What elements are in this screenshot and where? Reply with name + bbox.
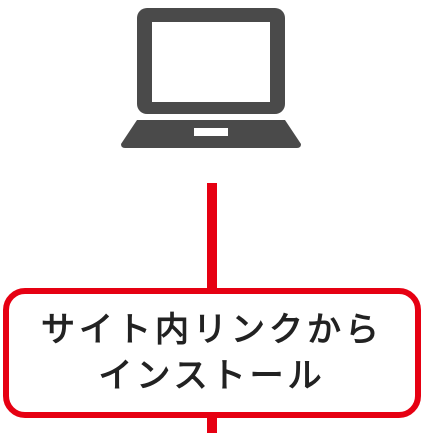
step-label-line2: インストール	[98, 356, 326, 396]
laptop-icon	[121, 8, 301, 148]
step-box: サイト内リンクから インストール	[3, 288, 421, 418]
connector-line-top	[207, 183, 217, 291]
connector-line-bottom	[207, 418, 217, 433]
step-label-line1: サイト内リンクから	[41, 310, 383, 350]
